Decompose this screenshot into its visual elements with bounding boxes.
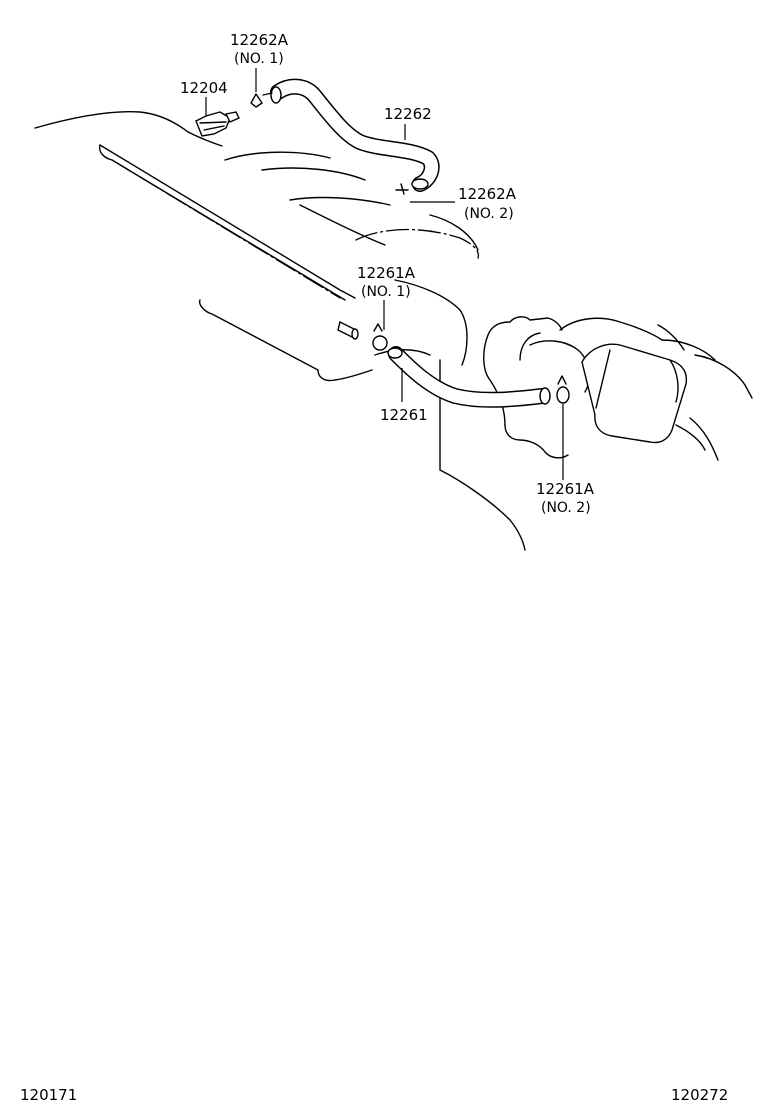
label-12204: 12204 — [180, 79, 228, 97]
hose-12261-part — [337, 320, 551, 408]
label-12262a-no1-number: 12262A — [230, 31, 289, 49]
label-12261a-no2-qualifier: (NO. 2) — [541, 500, 591, 516]
clamp-12262a-no2-part — [395, 183, 409, 195]
clamp-12261a-no2-part — [556, 375, 570, 404]
footer-right-code: 120272 — [671, 1086, 728, 1104]
label-12262a-no2-qualifier: (NO. 2) — [464, 206, 514, 222]
label-12262a-no2-number: 12262A — [458, 185, 517, 203]
clamp-12262a-no1-part — [250, 93, 263, 108]
label-12261a-no2-number: 12261A — [536, 480, 595, 498]
label-12261a-no1-qualifier: (NO. 1) — [361, 284, 411, 300]
label-12262a-no1-qualifier: (NO. 1) — [234, 51, 284, 67]
label-12261: 12261 — [380, 406, 428, 424]
clamp-12261a-no1-part — [372, 323, 388, 351]
label-12261a-no1-number: 12261A — [357, 264, 416, 282]
footer-left-code: 120171 — [20, 1086, 77, 1104]
engine-outline — [34, 110, 526, 551]
pcv-valve-part — [195, 111, 240, 137]
leader-lines — [205, 68, 564, 480]
hose-12262-part — [262, 78, 440, 192]
label-12262: 12262 — [384, 105, 432, 123]
throttle-body — [483, 316, 753, 461]
